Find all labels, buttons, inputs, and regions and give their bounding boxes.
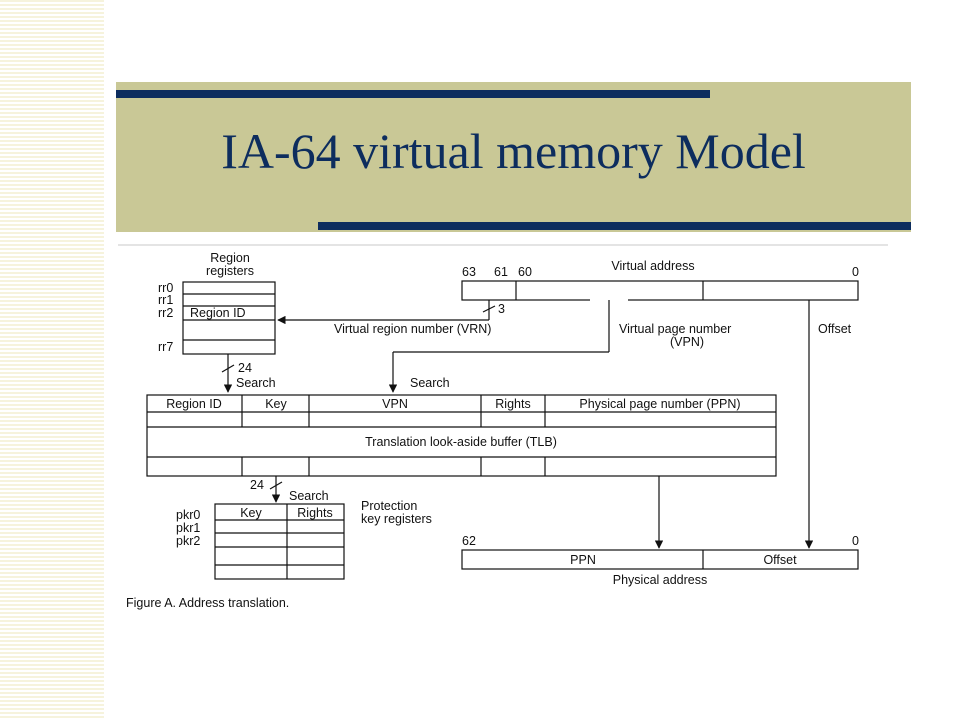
tlb-header-region-id: Region ID <box>166 397 222 411</box>
physical-address-label: Physical address <box>613 573 708 587</box>
slide-title: IA-64 virtual memory Model <box>221 123 806 179</box>
pk-header-key: Key <box>240 506 262 520</box>
region-register-rr0: rr0 <box>158 281 173 295</box>
pk-header-rights: Rights <box>297 506 332 520</box>
key-search-width: 24 <box>250 478 264 492</box>
side-stripe-pattern <box>0 0 104 720</box>
region-register-rr1: rr1 <box>158 293 173 307</box>
vpn-label-1: Virtual page number <box>619 322 731 336</box>
title-accent-bar-bottom <box>318 222 911 230</box>
va-bit-0: 0 <box>852 265 859 279</box>
tlb-header-ppn: Physical page number (PPN) <box>579 397 740 411</box>
offset-label: Offset <box>818 322 852 336</box>
tlb-header-vpn: VPN <box>382 397 408 411</box>
title-accent-bar-top <box>116 90 710 98</box>
va-bit-61: 61 <box>494 265 508 279</box>
region-registers-label-2: registers <box>206 264 254 278</box>
protection-key-table <box>214 503 345 580</box>
vpn-label-2: (VPN) <box>670 335 704 349</box>
va-bit-60: 60 <box>518 265 532 279</box>
pa-ppn: PPN <box>570 553 596 567</box>
pa-offset: Offset <box>763 553 797 567</box>
protection-label-1: Protection <box>361 499 417 513</box>
tlb-header-key: Key <box>265 397 287 411</box>
pkr2-label: pkr2 <box>176 534 200 548</box>
protection-label-2: key registers <box>361 512 432 526</box>
tlb-table <box>146 394 777 477</box>
vrn-label: Virtual region number (VRN) <box>334 322 491 336</box>
region-register-rr7: rr7 <box>158 340 173 354</box>
search-label-vpn: Search <box>410 376 450 390</box>
virtual-address-register <box>461 280 859 301</box>
region-id-cell: Region ID <box>190 306 246 320</box>
region-search-width: 24 <box>238 361 252 375</box>
pkr0-label: pkr0 <box>176 508 200 522</box>
tlb-header-rights: Rights <box>495 397 530 411</box>
tlb-label: Translation look-aside buffer (TLB) <box>365 435 557 449</box>
vrn-width-3: 3 <box>498 302 505 316</box>
physical-address-register <box>461 549 859 570</box>
pa-bit-62: 62 <box>462 534 476 548</box>
figure-caption: Figure A. Address translation. <box>126 596 289 610</box>
title-band <box>116 82 911 232</box>
search-label-region: Search <box>236 376 276 390</box>
search-label-key: Search <box>289 489 329 503</box>
region-registers-label-1: Region <box>210 251 250 265</box>
pkr1-label: pkr1 <box>176 521 200 535</box>
pa-bit-0: 0 <box>852 534 859 548</box>
region-register-rr2: rr2 <box>158 306 173 320</box>
virtual-address-label: Virtual address <box>611 259 694 273</box>
va-bit-63: 63 <box>462 265 476 279</box>
